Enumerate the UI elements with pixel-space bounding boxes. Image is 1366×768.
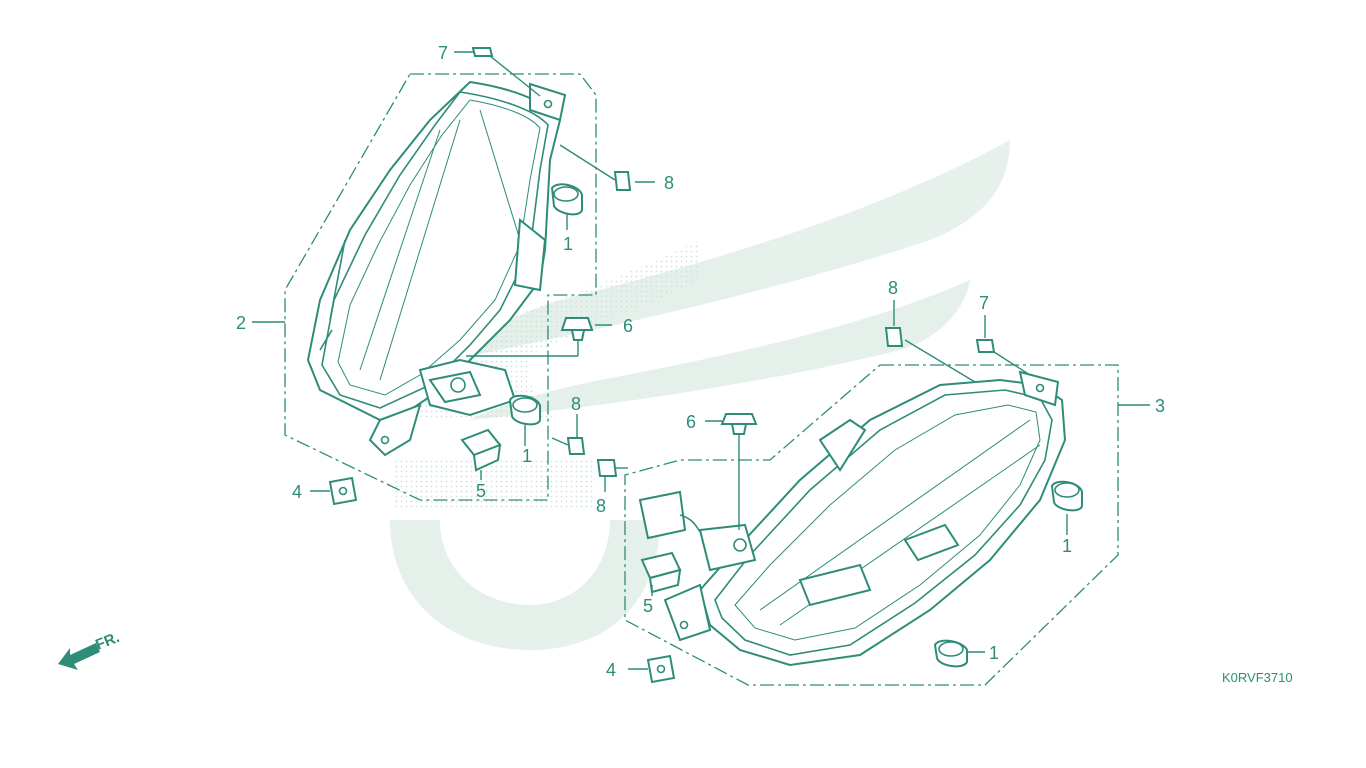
left-upper-cap[interactable] (550, 183, 583, 216)
callout-left-socket: 5 (476, 481, 486, 501)
callout-left-lower-cap: 1 (522, 446, 532, 466)
left-side-screw[interactable] (559, 144, 655, 191)
callout-right-socket: 5 (643, 596, 653, 616)
right-top-screw-8[interactable] (884, 300, 976, 383)
callout-left-grommet: 6 (623, 316, 633, 336)
callout-left-nut: 4 (292, 482, 302, 502)
callout-right-side-cap: 1 (1062, 536, 1072, 556)
left-lower-cap[interactable] (508, 394, 541, 426)
left-socket[interactable] (460, 428, 502, 472)
right-grommet[interactable] (705, 413, 758, 530)
left-grommet[interactable] (466, 317, 612, 357)
right-meter-housing[interactable] (638, 370, 1067, 667)
callout-left-lower-screw: 8 (596, 496, 606, 516)
direction-label: FR. (93, 629, 122, 654)
right-top-screw-7[interactable] (975, 315, 1031, 376)
right-socket[interactable] (640, 551, 682, 594)
callout-right-nut: 4 (606, 660, 616, 680)
callout-right-assembly: 3 (1155, 396, 1165, 416)
left-nut[interactable] (310, 476, 358, 506)
right-nut[interactable] (628, 654, 676, 684)
callout-right-top-screw-7: 7 (979, 293, 989, 313)
callout-left-top-screw: 7 (438, 43, 448, 63)
callout-left-assembly: 2 (236, 313, 246, 333)
callout-right-grommet: 6 (686, 412, 696, 432)
left-mid-screw[interactable] (551, 437, 586, 455)
callout-left-side-screw: 8 (664, 173, 674, 193)
callout-right-top-screw-8: 8 (888, 278, 898, 298)
right-bottom-cap[interactable] (933, 639, 985, 668)
left-assembly-outline (284, 73, 597, 501)
drawing-code: K0RVF3710 (1222, 670, 1293, 685)
right-side-cap[interactable] (1050, 480, 1083, 512)
callout-left-upper-cap: 1 (563, 234, 573, 254)
right-lower-screw[interactable] (596, 459, 628, 477)
left-top-screw[interactable] (471, 47, 541, 97)
watermark-wing-logo (380, 140, 1010, 650)
right-assembly-outline (624, 364, 1119, 686)
callout-right-bottom-cap: 1 (989, 643, 999, 663)
callout-left-mid-screw: 8 (571, 394, 581, 414)
front-direction-arrow-icon (58, 643, 100, 670)
